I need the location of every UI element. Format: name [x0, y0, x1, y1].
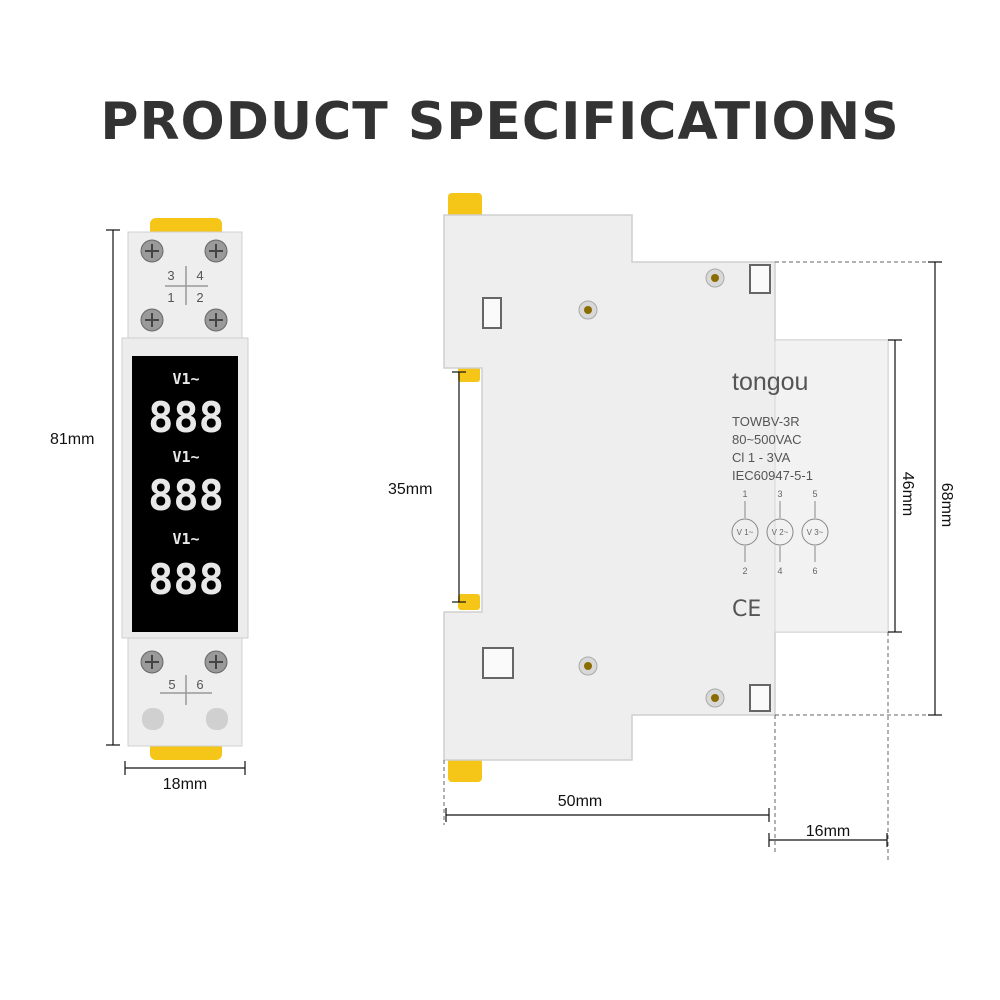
- circuit-number: 3: [777, 489, 782, 499]
- display-label: V1~: [172, 448, 199, 466]
- rail-clip: [458, 594, 480, 610]
- dimension-label: 68mm: [938, 483, 955, 527]
- circuit-label: V 2~: [772, 528, 789, 537]
- voltmeter-icon: [731, 518, 759, 546]
- label-line: TOWBV-3R: [732, 414, 800, 429]
- circuit-number: 5: [812, 489, 817, 499]
- extension-line: [443, 261, 935, 860]
- dimension-front-height: 46mm: [888, 339, 916, 633]
- screw-icon: [204, 308, 228, 332]
- brand-logo: tongou: [732, 368, 808, 396]
- screw-icon: [140, 650, 164, 674]
- label-line: IEC60947-5-1: [732, 468, 813, 483]
- dimension-label: 81mm: [50, 431, 94, 448]
- display-label: V1~: [172, 370, 199, 388]
- slot: [749, 684, 771, 712]
- dimension-label: 50mm: [558, 793, 602, 810]
- page-title: PRODUCT SPECIFICATIONS: [100, 92, 900, 152]
- circuit-number: 4: [777, 566, 782, 576]
- terminal-hole: [142, 708, 164, 730]
- terminal-number: 3: [167, 268, 174, 283]
- screw-icon: [204, 650, 228, 674]
- display-digits: 888: [148, 393, 224, 442]
- screw-icon: [204, 239, 228, 263]
- slot: [482, 297, 502, 329]
- rivet-icon: [578, 300, 598, 320]
- rivet-icon: [705, 688, 725, 708]
- screw-icon: [140, 308, 164, 332]
- terminal-cross: [160, 675, 212, 705]
- circuit-wire: [744, 501, 816, 562]
- circuit-label: V 3~: [807, 528, 824, 537]
- dimension-rail: 35mm: [388, 371, 466, 603]
- dimension-label: 46mm: [899, 472, 916, 516]
- terminal-number: 4: [196, 268, 203, 283]
- display-digits: 888: [148, 555, 224, 604]
- circuit-label: V 1~: [737, 528, 754, 537]
- bottom-clip: [448, 758, 482, 782]
- circuit-number: 2: [742, 566, 747, 576]
- dimension-label: 35mm: [388, 481, 432, 498]
- slot: [482, 647, 514, 679]
- dimension-overall-height: 68mm: [928, 261, 955, 716]
- slot: [749, 264, 771, 294]
- terminal-number: 2: [196, 290, 203, 305]
- display-label: V1~: [172, 530, 199, 548]
- display-digits: 888: [148, 471, 224, 520]
- rivet-icon: [705, 268, 725, 288]
- circuit-number: 1: [742, 489, 747, 499]
- front-face: [774, 339, 889, 633]
- terminal-cross: [165, 266, 208, 305]
- terminal-hole: [206, 708, 228, 730]
- dimension-height: 81mm: [50, 229, 120, 746]
- ce-mark: CE: [732, 597, 761, 622]
- rivet-icon: [578, 656, 598, 676]
- rail-clip: [458, 366, 480, 382]
- front-view: 3 4 1 2 V1~ 888 V1~ 888 V1~ 888 5 6 81mm: [50, 218, 249, 793]
- dimension-label: 16mm: [806, 823, 850, 840]
- display-panel: [132, 356, 238, 632]
- label-line: 80~500VAC: [732, 432, 802, 447]
- voltmeter-icon: [766, 518, 794, 546]
- voltmeter-icon: [801, 518, 829, 546]
- screw-icon: [140, 239, 164, 263]
- side-view: tongou TOWBV-3R 80~500VAC Cl 1 - 3VA IEC…: [388, 193, 955, 860]
- terminal-number: 1: [167, 290, 174, 305]
- circuit-number: 6: [812, 566, 817, 576]
- top-clip: [448, 193, 482, 219]
- terminal-number: 5: [168, 677, 175, 692]
- dimension-depth-body: 50mm: [445, 793, 770, 822]
- label-line: Cl 1 - 3VA: [732, 450, 791, 465]
- dimension-label: 18mm: [163, 776, 207, 793]
- dimension-width: 18mm: [124, 761, 246, 793]
- terminal-number: 6: [196, 677, 203, 692]
- dimension-depth-front: 16mm: [768, 823, 888, 847]
